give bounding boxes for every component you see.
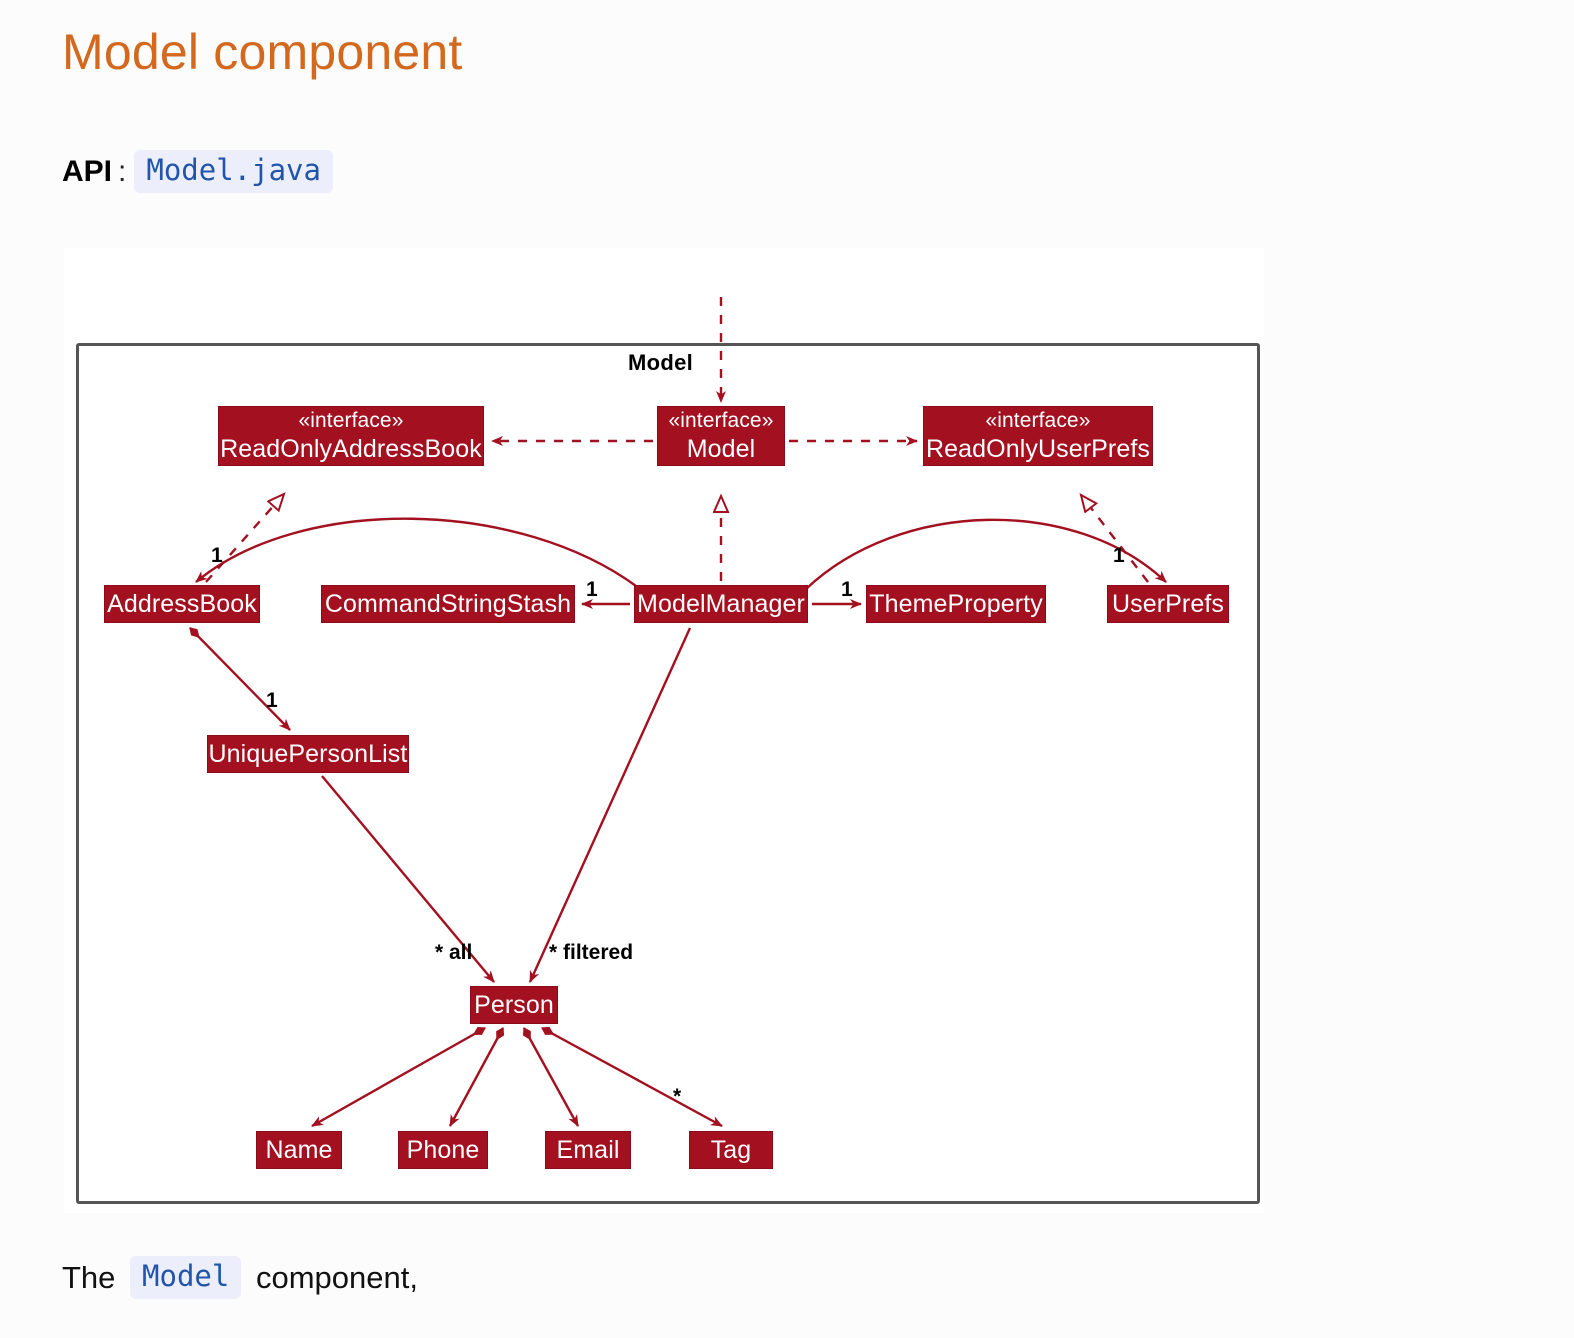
class-box-userprefs[interactable]: UserPrefs [1107,585,1229,623]
class-box-themeproperty[interactable]: ThemeProperty [866,585,1046,623]
class-box-name[interactable]: Name [256,1131,342,1169]
api-link-model-java[interactable]: Model.java [134,150,333,194]
class-name: Model [686,435,756,463]
class-name: Phone [406,1136,480,1164]
class-name: Tag [710,1136,752,1164]
edge-label-multiplicity-addressbook: 1 [211,544,223,567]
class-box-tag[interactable]: Tag [689,1131,773,1169]
edge-label-role-all: * all [435,941,473,964]
class-name: ThemeProperty [869,590,1043,618]
api-line: API:Model.java [62,150,333,194]
class-stereotype: «interface» [668,409,774,432]
footer-prefix: The [62,1259,116,1295]
class-stereotype: «interface» [298,409,404,432]
edge-label-multiplicity-commandstringstash: 1 [586,578,598,601]
package-label: Model [628,350,694,375]
class-box-email[interactable]: Email [545,1131,631,1169]
edge-label-multiplicity-themeproperty: 1 [841,578,853,601]
class-box-addressbook[interactable]: AddressBook [104,585,260,623]
edge-label-multiplicity-uniquepersonlist: 1 [266,689,278,712]
model-package-frame [76,343,1260,1204]
api-separator: : [118,154,127,188]
edge-label-multiplicity-userprefs: 1 [1113,544,1125,567]
class-name: CommandStringStash [324,590,572,618]
class-name: UserPrefs [1111,590,1225,618]
page-title: Model component [62,24,463,80]
edge-label-multiplicity-tag: * [673,1085,682,1108]
class-box-person[interactable]: Person [470,986,558,1024]
class-box-phone[interactable]: Phone [398,1131,488,1169]
class-name: ModelManager [637,590,805,618]
class-name: Person [474,991,554,1019]
class-box-commandstringstash[interactable]: CommandStringStash [321,585,575,623]
class-name: ReadOnlyAddressBook [220,435,482,463]
class-stereotype: «interface» [985,409,1091,432]
class-name: ReadOnlyUserPrefs [925,435,1150,463]
footer-paragraph: The Model component, [62,1256,418,1300]
class-name: UniquePersonList [208,740,408,768]
class-box-modelmanager[interactable]: ModelManager [634,585,808,623]
class-name: AddressBook [107,590,257,618]
class-box-model[interactable]: «interface» Model [657,406,785,466]
class-box-uniquepersonlist[interactable]: UniquePersonList [207,735,409,773]
class-name: Name [265,1136,333,1164]
api-label: API [62,154,113,188]
footer-suffix: component, [255,1259,418,1295]
class-box-readonlyaddressbook[interactable]: «interface» ReadOnlyAddressBook [218,406,484,466]
class-name: Email [556,1136,620,1164]
edge-label-role-filtered: * filtered [549,941,634,964]
class-box-readonlyuserprefs[interactable]: «interface» ReadOnlyUserPrefs [923,406,1153,466]
footer-code-model: Model [130,1256,242,1300]
